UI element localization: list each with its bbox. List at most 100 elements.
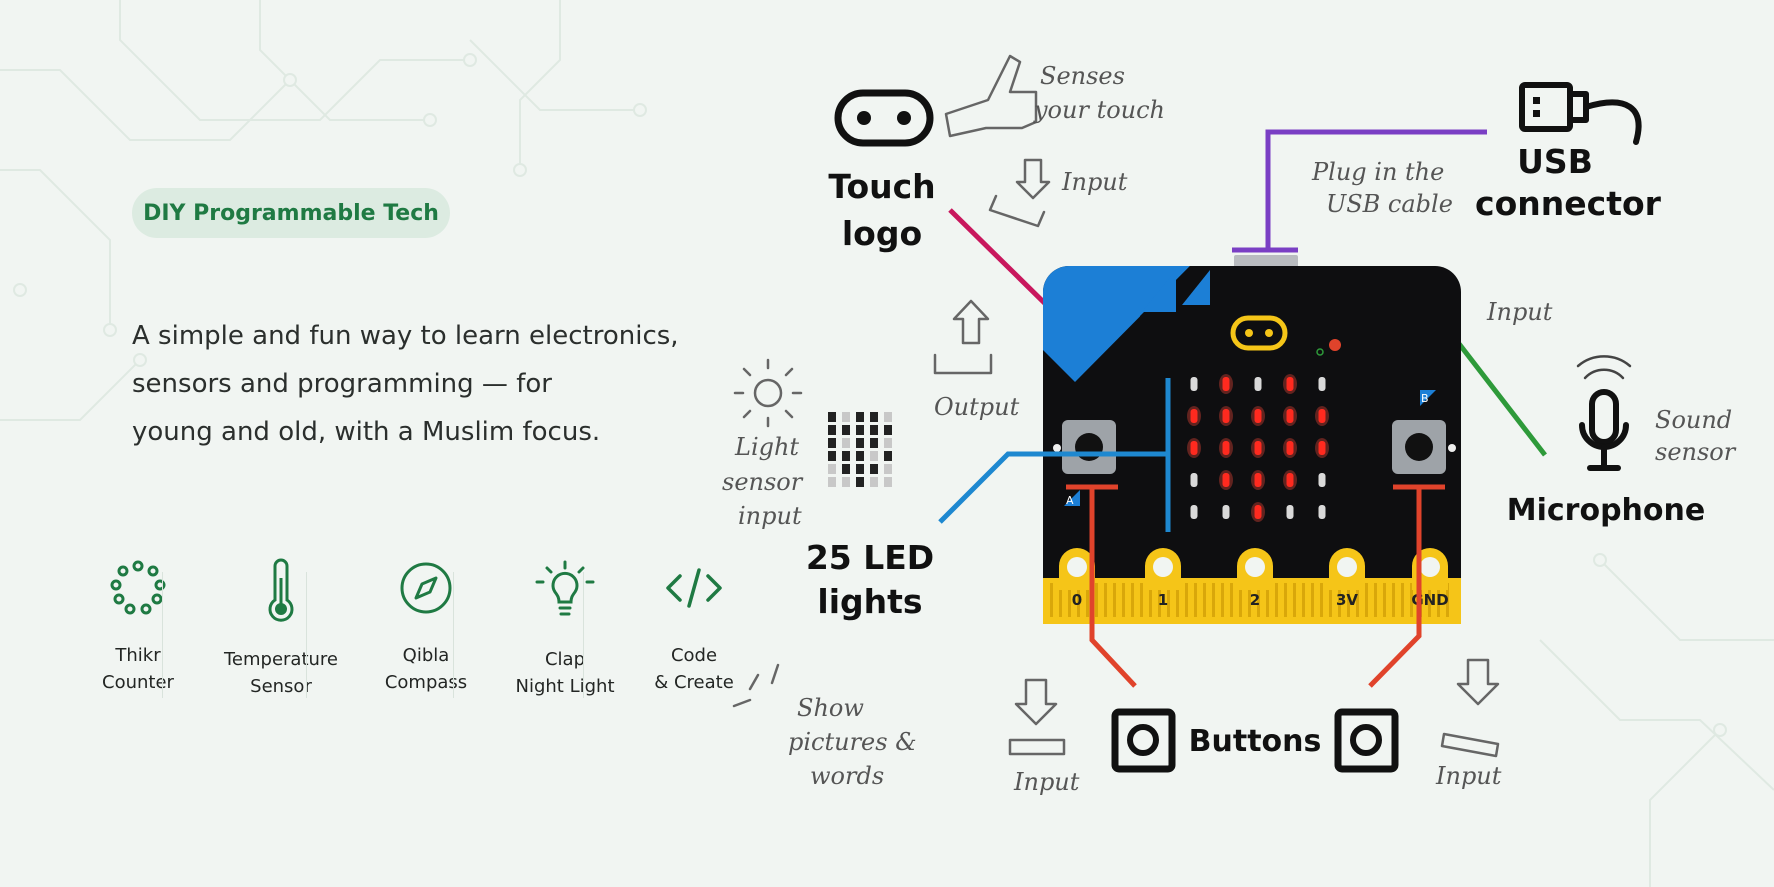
code-icon [666, 568, 722, 608]
pattern-cell [884, 477, 892, 487]
pin-strip [1068, 583, 1071, 617]
touch-logo-label: logo [842, 214, 922, 253]
pin-strip [1446, 583, 1449, 617]
pin-strip [1194, 583, 1197, 617]
pattern-cell [884, 464, 892, 474]
pattern-cell [870, 438, 878, 448]
pattern-cell [856, 425, 864, 435]
led-off [1254, 377, 1262, 391]
led-on [1286, 409, 1294, 423]
pin-strip [1320, 583, 1323, 617]
button-b-pointer [1368, 487, 1422, 688]
pin-strip [1383, 583, 1386, 617]
pin-hole [1337, 557, 1357, 577]
led-on [1286, 377, 1294, 391]
pin-strip [1293, 583, 1296, 617]
led-on [1254, 409, 1262, 423]
buttons-label: Buttons [1189, 724, 1322, 759]
sun-icon [733, 358, 803, 428]
pin-strip [1149, 583, 1152, 617]
pin-label: 0 [1072, 591, 1082, 609]
led-on [1286, 473, 1294, 487]
pattern-cell [842, 438, 850, 448]
pattern-cell [884, 412, 892, 422]
led-on [1222, 473, 1230, 487]
led-on [1190, 441, 1198, 455]
pattern-cell [828, 451, 836, 461]
feature-label: Counter [102, 672, 174, 693]
pin-strip [1185, 583, 1188, 617]
pin-strip [1437, 583, 1440, 617]
board-touch-logo [1230, 315, 1288, 351]
input-arrow-icon [1440, 658, 1500, 758]
pin-strip [1077, 583, 1080, 617]
pin-strip [1392, 583, 1395, 617]
input-arrow-icon [1008, 678, 1066, 756]
pin-strip [1158, 583, 1161, 617]
note-show: pictures & [788, 728, 917, 756]
note-plug: USB cable [1326, 190, 1453, 218]
pattern-cell [884, 438, 892, 448]
led-on [1318, 441, 1326, 455]
led-off [1318, 505, 1326, 519]
output-arrow-icon [933, 299, 993, 375]
pin-strip [1230, 583, 1233, 617]
feature-label: Sensor [250, 676, 312, 697]
pattern-cell [870, 425, 878, 435]
pin-label: 1 [1158, 591, 1168, 609]
button-a-pointer [1089, 487, 1137, 688]
pin-strip [1410, 583, 1413, 617]
pin-strip [1050, 583, 1053, 617]
pin-strip [1347, 583, 1350, 617]
pattern-cell [856, 464, 864, 474]
pin-strip [1284, 583, 1287, 617]
led-off [1190, 473, 1198, 487]
button-icon [1334, 708, 1399, 773]
led-on [1254, 441, 1262, 455]
pin-strip [1266, 583, 1269, 617]
note-light: input [738, 502, 802, 530]
led-off [1318, 377, 1326, 391]
usb-port [1234, 255, 1298, 269]
pattern-cell [870, 477, 878, 487]
led-label: 25 LED [806, 538, 934, 577]
led-on [1286, 441, 1294, 455]
feature-label: Compass [384, 672, 468, 693]
button-icon [1111, 708, 1176, 773]
microphone-label: Microphone [1507, 493, 1705, 528]
pin-strip [1338, 583, 1341, 617]
pattern-cell [828, 477, 836, 487]
pin-hole [1245, 557, 1265, 577]
pattern-cell [870, 412, 878, 422]
pin-strip [1248, 583, 1251, 617]
prayer-beads-icon [110, 560, 166, 615]
button-a-label: A [1066, 494, 1074, 507]
led-off [1286, 505, 1294, 519]
pin-strip [1176, 583, 1179, 617]
led-off [1318, 473, 1326, 487]
pin-strip [1401, 583, 1404, 617]
pin-strip [1356, 583, 1359, 617]
pattern-cell [828, 412, 836, 422]
microphone-icon [1576, 355, 1632, 471]
pattern-cell [856, 477, 864, 487]
usb-cable-icon [1519, 82, 1642, 145]
intro-line: sensors and programming — for [132, 369, 552, 399]
feature-label: Temperature [223, 649, 339, 670]
pattern-cell [828, 425, 836, 435]
pattern-cell [842, 412, 850, 422]
pin-hole [1153, 557, 1173, 577]
note-light: Light [734, 433, 799, 461]
lightbulb-icon [535, 560, 595, 616]
pattern-cell [856, 412, 864, 422]
pin-label: 3V [1336, 591, 1358, 609]
compass-icon [400, 562, 452, 614]
pin-strip [1428, 583, 1431, 617]
pattern-cell [828, 464, 836, 474]
led-on [1254, 473, 1262, 487]
thermometer-icon [268, 558, 294, 622]
pin-strip [1122, 583, 1125, 617]
